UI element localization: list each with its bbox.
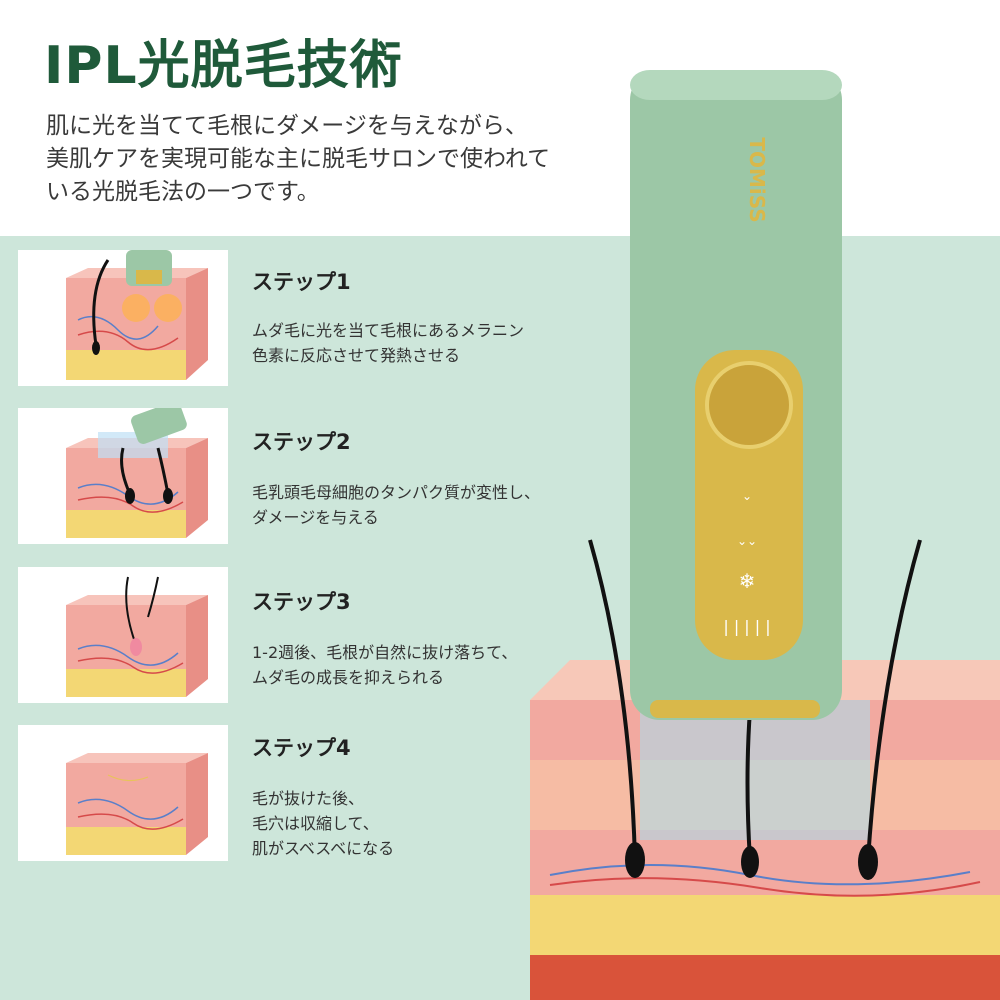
step-desc-line: 1-2週後、毛根が自然に抜け落ちて、: [252, 643, 518, 662]
step3-illustration: [18, 567, 228, 703]
step4-illustration: [18, 725, 228, 861]
intro-line: 肌に光を当てて毛根にダメージを与えながら、: [46, 113, 528, 139]
intro-line: いる光脱毛法の一つです。: [46, 179, 320, 205]
intro-line: 美肌ケアを実現可能な主に脱毛サロンで使われて: [46, 146, 551, 172]
step-desc-line: 毛乳頭毛母細胞のタンパク質が変性し、: [252, 483, 541, 502]
step1-title: ステップ1: [252, 270, 351, 294]
step1-description: ムダ毛に光を当て毛根にあるメラニン 色素に反応させて発熱させる: [252, 318, 632, 368]
step2-illustration: [18, 408, 228, 544]
step3-description: 1-2週後、毛根が自然に抜け落ちて、 ムダ毛の成長を抑えられる: [252, 640, 632, 690]
ipl-device-illustration: TOMiSS ⌄ ⌄⌄ ❄ | | | | |: [530, 60, 1000, 1000]
snowflake-icon: ❄: [739, 569, 756, 593]
intro-text: 肌に光を当てて毛根にダメージを与えながら、 美肌ケアを実現可能な主に脱毛サロンで…: [46, 110, 626, 209]
step4-title: ステップ4: [252, 736, 351, 760]
step-desc-line: ダメージを与える: [252, 508, 379, 527]
step4-description: 毛が抜けた後、 毛穴は収縮して、 肌がスベスベになる: [252, 786, 632, 861]
mode-low-icon: ⌄: [742, 489, 752, 503]
page-title: IPL光脱毛技術: [44, 36, 403, 96]
mode-high-icon: ⌄⌄: [737, 534, 757, 548]
step3-title: ステップ3: [252, 590, 351, 614]
step-desc-line: 毛穴は収縮して、: [252, 814, 379, 833]
step-desc-line: ムダ毛に光を当て毛根にあるメラニン: [252, 321, 525, 340]
step-desc-line: 色素に反応させて発熱させる: [252, 346, 461, 365]
step-desc-line: 肌がスベスベになる: [252, 839, 395, 858]
step2-title: ステップ2: [252, 430, 351, 454]
level-bars-icon: | | | | |: [723, 617, 770, 636]
brand-logo: TOMiSS: [745, 137, 769, 222]
step1-illustration: [18, 250, 228, 386]
step-desc-line: 毛が抜けた後、: [252, 789, 365, 808]
step-desc-line: ムダ毛の成長を抑えられる: [252, 668, 445, 687]
step2-description: 毛乳頭毛母細胞のタンパク質が変性し、 ダメージを与える: [252, 480, 632, 530]
